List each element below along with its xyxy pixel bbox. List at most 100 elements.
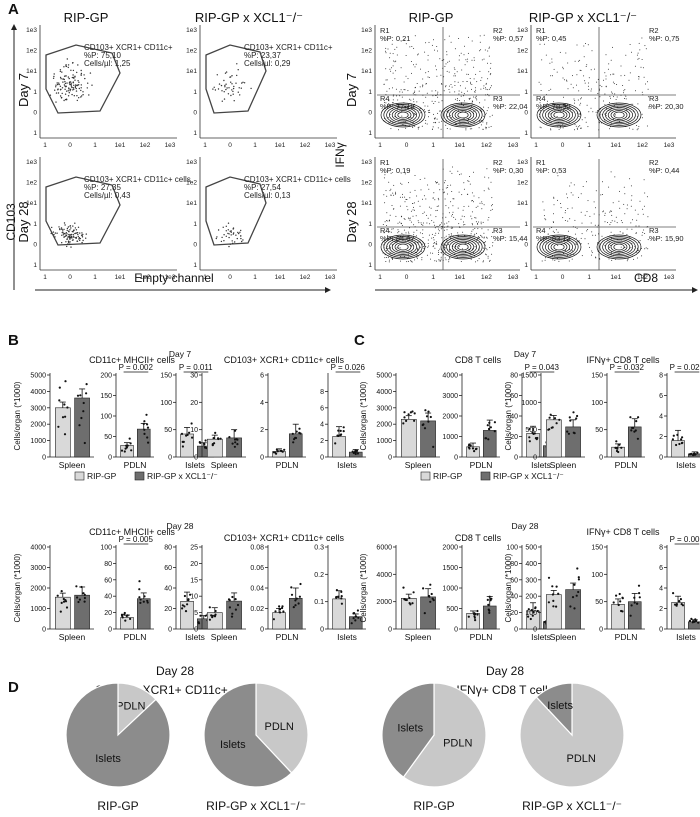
event-dot [623,92,624,94]
y-tick-label: 0.2 [314,572,324,579]
event-dot [471,218,473,220]
x-tick-label: 1 [378,142,382,149]
y-tick-label: 2000 [376,599,392,606]
event-dot [473,234,475,236]
event-dot [486,237,488,239]
y-tick-label: 1 [524,262,528,269]
event-dot [406,261,408,263]
event-dot [446,193,448,195]
event-dot [623,186,625,188]
bar-chart: Day 7010002000300040005000Spleen05010015… [13,349,218,481]
event-dot [471,192,473,194]
event-dot [538,81,540,83]
event-dot [232,90,234,93]
event-dot [49,94,52,96]
event-dot [616,96,618,98]
event-dot [438,259,440,261]
event-dot [470,258,472,260]
event-dot [436,225,438,227]
event-dot [221,100,223,102]
contour-cd8-neg [383,104,423,126]
data-point [693,453,697,456]
y-tick-label: 2000 [442,414,458,421]
bar [611,604,625,630]
chart-day-title: Day 28 [512,521,539,531]
event-dot [389,57,391,59]
event-dot [641,91,643,93]
event-dot [435,182,437,184]
data-point [467,615,470,618]
event-dot [599,96,601,98]
event-dot [540,83,542,85]
event-dot [636,251,638,253]
gate-name: CD103+ XCR1+ CD11c+ cells [84,175,191,184]
event-dot [422,198,423,200]
event-dot [462,231,464,233]
y-tick-label: 1e2 [26,180,37,187]
event-dot [620,94,622,96]
event-dot [474,87,476,89]
event-dot [546,103,548,105]
y-tick-label: 0 [42,627,46,634]
data-point [143,432,146,435]
event-dot [444,257,446,259]
data-point [672,434,675,437]
event-dot [413,101,415,103]
x-tick-label: 1e3 [165,274,176,281]
data-point [187,598,190,601]
event-dot [478,197,480,199]
x-tick-label: 1e3 [664,142,675,149]
event-dot [623,90,625,92]
data-point [692,454,695,457]
event-dot [645,83,646,85]
event-dot [63,75,66,77]
event-dot [434,242,436,243]
event-dot [484,242,485,243]
event-dot [482,128,484,130]
event-dot [406,205,408,207]
event-dot [414,241,416,243]
event-dot [471,88,472,90]
event-dot [437,50,438,52]
y-tick-label: 2000 [30,422,46,429]
contour-cd8-pos [449,107,477,123]
data-point [211,443,214,446]
event-dot [647,96,649,98]
event-dot [444,226,445,228]
event-dot [388,219,390,221]
data-point [340,595,343,598]
contour-cd8-pos [596,102,642,128]
data-point [216,437,220,440]
event-dot [459,245,461,247]
event-dot [551,227,553,228]
data-point [198,441,201,444]
event-dot [72,235,75,237]
event-dot [69,243,71,245]
event-dot [432,95,434,97]
event-dot [550,129,552,131]
event-dot [487,255,489,257]
event-dot [76,84,78,87]
y-tick-label: 60 [164,565,172,572]
quadrant-r2-percent: %P: 0,30 [493,166,523,175]
data-point [350,622,353,625]
event-dot [73,236,75,239]
event-dot [415,63,417,65]
y-tick-label: 20 [164,606,172,613]
event-dot [387,257,389,259]
event-dot [487,89,489,91]
event-dot [424,105,426,107]
data-point [337,429,340,432]
event-dot [594,97,596,99]
event-dot [629,178,631,180]
event-dot [569,185,571,187]
event-dot [574,100,576,102]
bar [400,418,417,458]
legend-label: RIP-GP [433,471,463,481]
event-dot [481,77,483,79]
event-dot [69,83,71,86]
event-dot [479,41,481,43]
event-dot [385,190,387,192]
event-dot [624,213,626,215]
